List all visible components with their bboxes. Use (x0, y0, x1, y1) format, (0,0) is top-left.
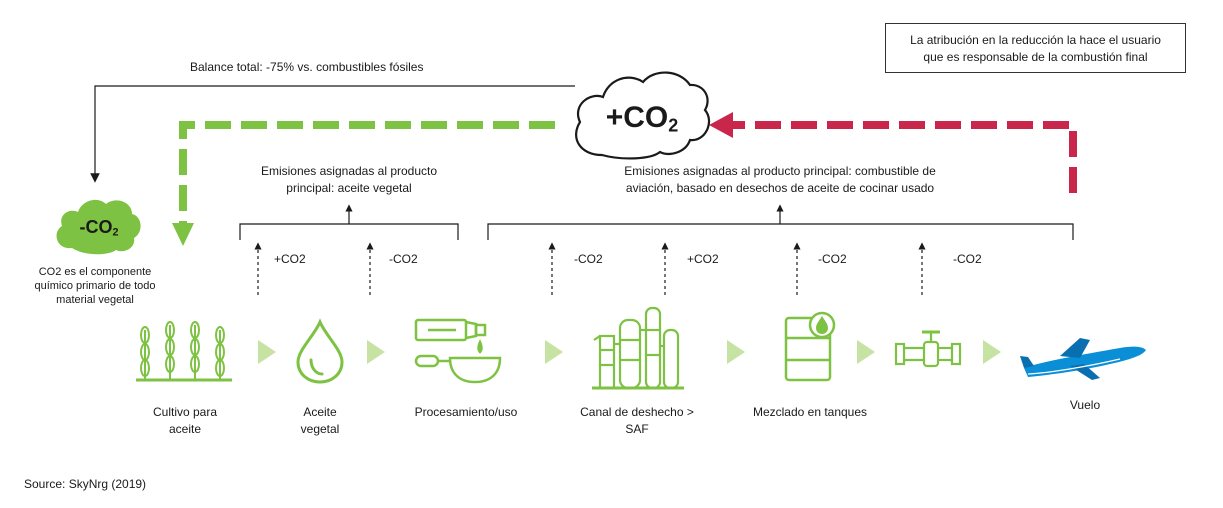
step-label-aceite: Aceite vegetal (270, 404, 370, 438)
red-dashed-arrow (709, 112, 1077, 193)
step-label-aceite-line2: vegetal (300, 422, 340, 436)
step-label-vuelo-line1: Vuelo (1069, 398, 1101, 412)
pipe-valve-icon (894, 330, 962, 368)
step-label-cultivo-line1: Cultivo para (152, 405, 218, 419)
small-cloud-caption: CO2 es el componente químico primario de… (20, 265, 170, 307)
emissions-right-label: Emisiones asignadas al producto principa… (590, 163, 970, 197)
flow-chevrons (258, 340, 1001, 364)
attribution-note: La atribución en la reducción la hace el… (885, 23, 1186, 73)
emissions-left-label: Emisiones asignadas al producto principa… (229, 163, 469, 197)
step-label-cultivo: Cultivo para aceite (120, 404, 250, 438)
attribution-note-line1: La atribución en la reducción la hace el… (910, 33, 1161, 47)
step-label-aceite-line1: Aceite (303, 405, 337, 419)
step-label-mezclado: Mezclado en tanques (730, 404, 890, 421)
refinery-icon (592, 306, 684, 390)
step-label-procesamiento: Procesamiento/uso (396, 404, 536, 421)
big-cloud-icon (575, 71, 711, 160)
co2-marker-4: +CO2 (687, 252, 719, 266)
co2-marker-3: -CO2 (574, 252, 603, 266)
emissions-right-line2: aviación, basado en desechos de aceite d… (625, 181, 935, 195)
step-label-canal: Canal de deshecho > SAF (562, 404, 712, 438)
bottle-pan-icon (414, 318, 502, 384)
step-label-cultivo-line2: aceite (168, 422, 202, 436)
co2-marker-2: -CO2 (389, 252, 418, 266)
step-label-procesamiento-line1: Procesamiento/uso (414, 405, 518, 419)
tank-icon (784, 311, 836, 382)
big-cloud-label: +CO2 (605, 101, 679, 136)
emissions-left-line2: principal: aceite vegetal (286, 181, 412, 195)
emissions-left-line1: Emisiones asignadas al producto (260, 164, 438, 178)
bracket-right (487, 204, 1074, 240)
caption-line2: químico primario de todo (34, 280, 156, 292)
step-label-canal-line2: SAF (625, 422, 649, 436)
step-label-mezclado-line1: Mezclado en tanques (752, 405, 868, 419)
caption-line3: material vegetal (56, 294, 134, 306)
balance-arrow (90, 85, 575, 183)
green-dashed-arrow (172, 121, 555, 246)
small-cloud-icon (56, 199, 141, 255)
step-label-canal-line1: Canal de deshecho > (580, 405, 694, 419)
caption-line1: CO2 es el componente (38, 266, 152, 278)
co2-marker-5: -CO2 (818, 252, 847, 266)
bracket-left (239, 204, 459, 240)
step-label-vuelo: Vuelo (1050, 397, 1120, 414)
balance-label: Balance total: -75% vs. combustibles fós… (190, 60, 424, 74)
co2-marker-6: -CO2 (953, 252, 982, 266)
wheat-icon (136, 321, 232, 382)
source-citation: Source: SkyNrg (2019) (24, 477, 147, 491)
oil-drop-icon (296, 318, 344, 384)
small-cloud-label: -CO2 (79, 217, 119, 239)
airplane-icon (1020, 338, 1146, 380)
co2-dashed-arrows (254, 242, 926, 295)
attribution-note-line2: que es responsable de la combustión fina… (923, 50, 1148, 64)
emissions-right-line1: Emisiones asignadas al producto principa… (624, 164, 936, 178)
co2-marker-1: +CO2 (274, 252, 306, 266)
